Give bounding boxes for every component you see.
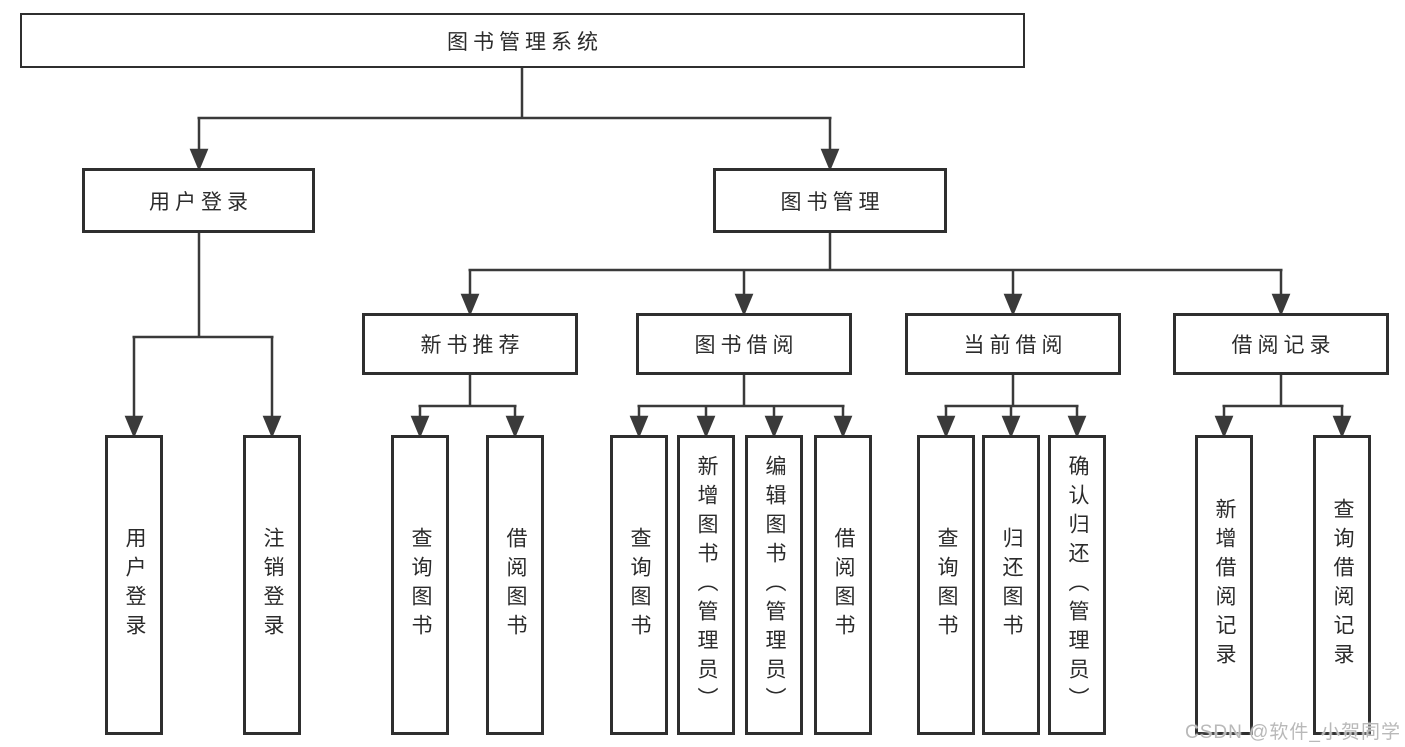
connector-book-management-to-level3 [460,233,1291,317]
leaf-borrow-books-recommend: 借阅图书 [486,435,544,735]
node-label: 查询借阅记录 [1331,498,1354,672]
arrowhead [1003,293,1023,317]
leaf-query-books-recommend: 查询图书 [391,435,449,735]
arrowhead [460,293,480,317]
node-user-login: 用户登录 [82,168,315,233]
connector-current-borrowing-to-leaves [936,375,1087,439]
arrowhead [262,415,282,439]
leaf-confirm-return-admin: 确认归还（管理员） [1048,435,1106,735]
node-label: 编辑图书（管理员） [763,454,786,716]
arrowhead [734,293,754,317]
node-label: 新增借阅记录 [1213,498,1236,672]
node-label: 借阅图书 [832,527,855,643]
arrowhead [629,415,649,439]
arrowhead [1067,415,1087,439]
node-label: 借阅记录 [1231,334,1336,357]
node-label: 图书借阅 [694,334,799,357]
leaf-query-borrow-record: 查询借阅记录 [1313,435,1371,735]
node-label: 新增图书（管理员） [695,454,718,716]
node-label: 归还图书 [1000,527,1023,643]
node-label: 用户登录 [149,190,253,214]
node-label: 当前借阅 [963,334,1068,357]
node-library-management-system: 图书管理系统 [20,13,1025,68]
connector-book-borrowing-to-leaves [629,375,853,439]
connector-user-login-to-leaves [124,233,282,439]
arrowhead [1271,293,1291,317]
arrowhead [1001,415,1021,439]
node-label: 查询图书 [628,527,651,643]
node-new-book-recommendation: 新书推荐 [362,313,578,375]
watermark-text: CSDN @软件_小贺同学 [1185,722,1401,743]
node-borrowing-records: 借阅记录 [1173,313,1389,375]
arrowhead [1332,415,1352,439]
arrowhead [696,415,716,439]
leaf-edit-book-admin: 编辑图书（管理员） [745,435,803,735]
node-label: 确认归还（管理员） [1066,454,1089,716]
node-label: 新书推荐 [420,334,525,357]
leaf-query-books-current: 查询图书 [917,435,975,735]
arrowhead [1214,415,1234,439]
arrowhead [764,415,784,439]
node-current-borrowing: 当前借阅 [905,313,1121,375]
arrowhead [820,148,840,172]
leaf-user-login: 用户登录 [105,435,163,735]
node-book-borrowing: 图书借阅 [636,313,852,375]
arrowhead [936,415,956,439]
node-label: 借阅图书 [504,527,527,643]
leaf-add-book-admin: 新增图书（管理员） [677,435,735,735]
connector-root-to-level2 [189,68,840,172]
connector-borrowing-records-to-leaves [1214,375,1352,439]
node-label: 图书管理 [780,190,885,214]
node-label: 注销登录 [261,527,284,643]
leaf-query-books-borrowing: 查询图书 [610,435,668,735]
node-book-management: 图书管理 [713,168,947,233]
leaf-borrow-books: 借阅图书 [814,435,872,735]
arrowhead [505,415,525,439]
connector-new-book-to-leaves [410,375,525,439]
arrowhead [833,415,853,439]
leaf-add-borrow-record: 新增借阅记录 [1195,435,1253,735]
node-label: 用户登录 [123,527,146,643]
node-label: 查询图书 [409,527,432,643]
node-label: 查询图书 [935,527,958,643]
arrowhead [410,415,430,439]
leaf-return-books: 归还图书 [982,435,1040,735]
node-label: 图书管理系统 [447,30,603,54]
arrowhead [189,148,209,172]
leaf-logout: 注销登录 [243,435,301,735]
arrowhead [124,415,144,439]
